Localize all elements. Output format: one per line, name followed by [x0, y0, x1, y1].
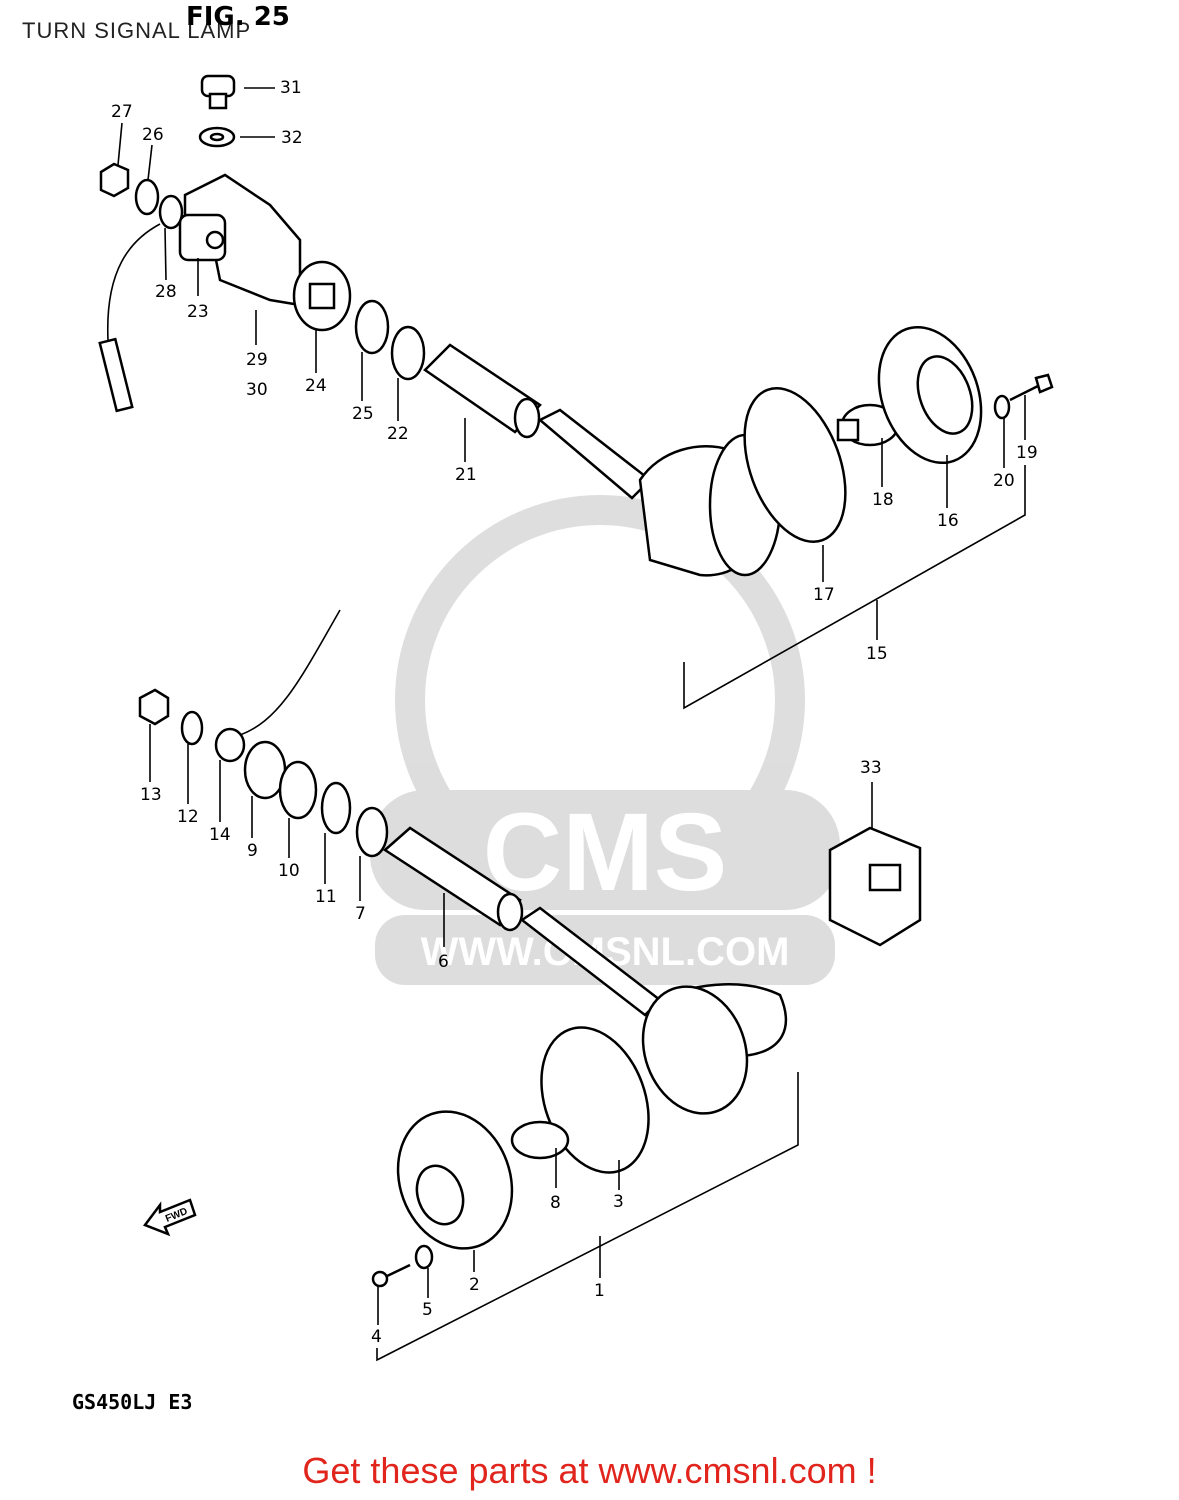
label-8: 8: [550, 1193, 561, 1213]
exploded-parts-diagram: CMS WWW.CMSNL.COM: [98, 74, 1054, 1362]
relay-33: [828, 826, 922, 947]
label-29: 29: [246, 350, 268, 370]
label-27: 27: [111, 102, 133, 122]
label-26: 26: [142, 125, 164, 145]
label-1: 1: [594, 1281, 605, 1301]
label-17: 17: [813, 585, 835, 605]
label-13: 13: [140, 785, 162, 805]
label-11: 11: [315, 887, 337, 907]
washer-5: [414, 1244, 434, 1270]
label-22: 22: [387, 424, 409, 444]
screw-4: [384, 1263, 411, 1279]
label-5: 5: [422, 1300, 433, 1320]
washer-12: [180, 710, 204, 746]
washer-26: [134, 178, 160, 216]
label-9: 9: [247, 841, 258, 861]
label-31: 31: [280, 78, 302, 98]
stem: [537, 408, 652, 500]
bolt-31: [200, 74, 236, 110]
lead-wire: [107, 223, 161, 341]
label-6: 6: [438, 952, 449, 972]
lead-wire-lower: [239, 609, 341, 736]
bulb-8: [510, 1120, 570, 1160]
nut-27: [99, 162, 130, 198]
watermark-brand: CMS: [483, 791, 727, 914]
lock-plate-7: [355, 806, 389, 858]
lower-turn-signal-assembly: FWD: [138, 609, 922, 1288]
label-10: 10: [278, 861, 300, 881]
label-2: 2: [469, 1275, 480, 1295]
washer-11: [320, 781, 352, 835]
page-title: TURN SIGNAL LAMP: [22, 18, 252, 43]
cms-watermark: CMS WWW.CMSNL.COM: [370, 495, 840, 985]
label-30: 30: [246, 380, 268, 400]
sleeve-21: [423, 343, 542, 434]
label-24: 24: [305, 376, 327, 396]
part-labels: 1 2 3 4 5 6 7 8 9 10 11 12 13 14 15 16 1…: [111, 78, 1038, 1347]
label-32: 32: [281, 128, 303, 148]
label-7: 7: [355, 904, 366, 924]
label-20: 20: [993, 471, 1015, 491]
label-21: 21: [455, 465, 477, 485]
lock-plate-22: [390, 325, 426, 381]
label-18: 18: [872, 490, 894, 510]
label-23: 23: [187, 302, 209, 322]
label-12: 12: [177, 807, 199, 827]
label-19: 19: [1016, 443, 1038, 463]
washer-25: [354, 299, 390, 355]
leader-lines: [117, 87, 1026, 1362]
screw-19: [1009, 383, 1041, 402]
label-25: 25: [352, 404, 374, 424]
label-4: 4: [371, 1327, 382, 1347]
terminal-14: [214, 727, 246, 763]
figure-label: FIG. 25: [186, 2, 290, 32]
fwd-arrow-icon: FWD: [143, 1198, 197, 1237]
label-33: 33: [860, 758, 882, 778]
label-3: 3: [613, 1192, 624, 1212]
label-15: 15: [866, 644, 888, 664]
gasket-17: [743, 387, 847, 543]
label-28: 28: [155, 282, 177, 302]
get-parts-link[interactable]: Get these parts at www.cmsnl.com !: [302, 1450, 877, 1491]
washer-20: [993, 394, 1011, 420]
nut-13: [138, 688, 170, 726]
label-16: 16: [937, 511, 959, 531]
upper-turn-signal-assembly: [98, 74, 1054, 577]
grommet-10: [278, 760, 318, 820]
label-14: 14: [209, 825, 231, 845]
model-code: GS450LJ E3: [72, 1390, 193, 1414]
terminal-28: [158, 194, 184, 230]
